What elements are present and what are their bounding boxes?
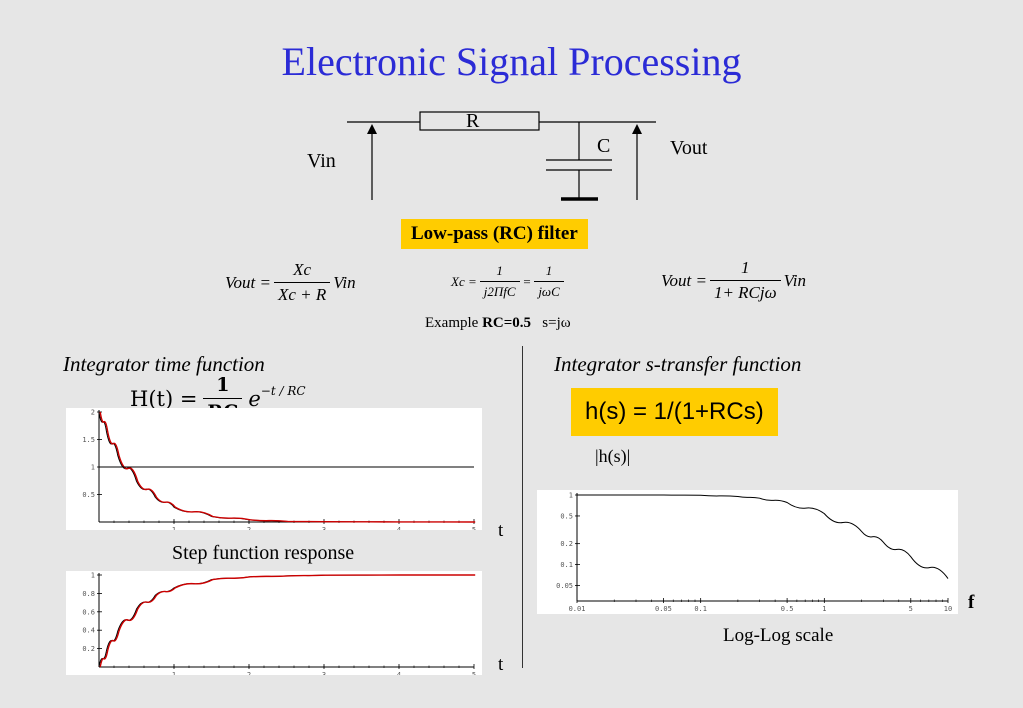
t-axis-label-top: t: [498, 520, 504, 541]
resistor-label: R: [466, 110, 480, 132]
step-response-label: Step function response: [172, 542, 355, 564]
x-tick-label: 0.1: [694, 605, 707, 613]
filter-label: Low-pass (RC) filter: [401, 219, 588, 249]
y-tick-label: 1: [91, 464, 95, 472]
x-tick-label: 2: [247, 671, 251, 675]
y-tick-label: 0.1: [560, 561, 573, 569]
y-tick-label: 0.2: [82, 645, 95, 653]
x-tick-label: 5: [472, 671, 476, 675]
y-tick-label: 0.2: [560, 540, 573, 548]
x-tick-label: 1: [172, 671, 176, 675]
x-tick-label: 2: [247, 526, 251, 530]
capacitor-label: C: [597, 135, 611, 157]
y-tick-label: 1.5: [82, 436, 95, 444]
integrator-time-heading: Integrator time function: [63, 352, 265, 376]
x-tick-label: 5: [909, 605, 913, 613]
y-tick-label: 0.6: [82, 608, 95, 616]
resistor: [419, 111, 540, 131]
x-tick-label: 0.5: [781, 605, 794, 613]
x-tick-label: 0.05: [655, 605, 672, 613]
x-tick-label: 3: [322, 526, 326, 530]
y-tick-label: 1: [91, 572, 95, 580]
y-tick-label: 1: [569, 492, 573, 500]
x-tick-label: 3: [322, 671, 326, 675]
y-tick-label: 0.8: [82, 590, 95, 598]
section-divider: [522, 346, 523, 668]
x-tick-label: 4: [397, 526, 401, 530]
vin-label: Vin: [307, 150, 336, 172]
transfer-function-formula: h(s) = 1/(1+RCs): [571, 388, 778, 436]
step-response-plot: 1 2 3 4 5 0.2 0.4 0.6 0.8 1: [66, 571, 482, 675]
x-tick-label: 10: [944, 605, 952, 613]
log-log-scale-label: Log-Log scale: [723, 625, 834, 646]
y-tick-label: 2: [91, 409, 95, 417]
vout-label: Vout: [670, 137, 708, 159]
x-tick-label: 1: [172, 526, 176, 530]
x-tick-label: 4: [397, 671, 401, 675]
series-line-1: [99, 411, 476, 523]
series-line-1: [99, 574, 476, 668]
y-tick-label: 0.05: [556, 582, 573, 590]
x-tick-label: 5: [472, 526, 476, 530]
magnitude-label: |h(s)|: [595, 446, 631, 466]
x-tick-label: 0.01: [569, 605, 586, 613]
t-axis-label-bottom: t: [498, 654, 504, 675]
f-axis-label: f: [968, 592, 975, 613]
y-tick-label: 0.5: [560, 512, 573, 520]
example-line: Example RC=0.5 s=jω: [425, 315, 571, 331]
series-line-0: [576, 494, 949, 579]
bode-magnitude-plot: 0.01 0.05 0.1 0.5 1 5 10 0.05 0.1 0.2 0.5 1: [537, 490, 958, 614]
y-tick-label: 0.5: [82, 491, 95, 499]
y-tick-label: 0.4: [82, 627, 95, 635]
series-line-0: [98, 574, 474, 668]
x-tick-label: 1: [822, 605, 826, 613]
integrator-s-heading: Integrator s-transfer function: [554, 352, 802, 376]
page-title: Electronic Signal Processing: [281, 39, 742, 84]
impulse-response-plot: 1 2 3 4 5 0.5 1 1.5 2: [66, 408, 482, 530]
